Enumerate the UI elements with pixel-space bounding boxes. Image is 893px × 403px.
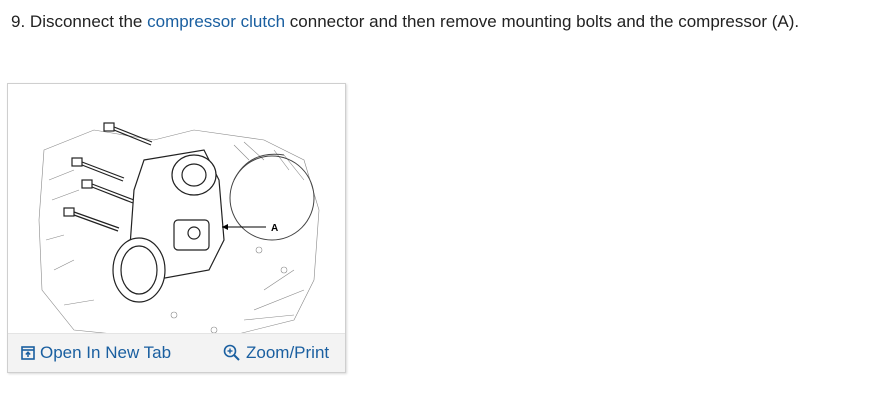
zoom-in-icon: [223, 344, 240, 361]
open-new-tab-icon: [21, 346, 35, 360]
figure-container: A Open In New Tab Zoom/Print: [7, 83, 346, 373]
figure-footer: Open In New Tab Zoom/Print: [8, 333, 345, 372]
compressor-diagram: A: [38, 122, 320, 339]
callout-label-a: A: [271, 223, 278, 234]
open-in-new-tab-label: Open In New Tab: [40, 343, 172, 362]
open-in-new-tab-link[interactable]: Open In New Tab: [21, 343, 171, 363]
compressor-clutch-link[interactable]: compressor clutch: [147, 12, 286, 31]
step-instruction: 9. Disconnect the compressor clutch conn…: [11, 11, 799, 33]
step-number: 9.: [11, 12, 26, 31]
zoom-print-label: Zoom/Print: [246, 343, 330, 362]
step-text-after: connector and then remove mounting bolts…: [289, 12, 800, 31]
zoom-print-link[interactable]: Zoom/Print: [223, 343, 329, 363]
step-text-before: Disconnect the: [29, 12, 143, 31]
